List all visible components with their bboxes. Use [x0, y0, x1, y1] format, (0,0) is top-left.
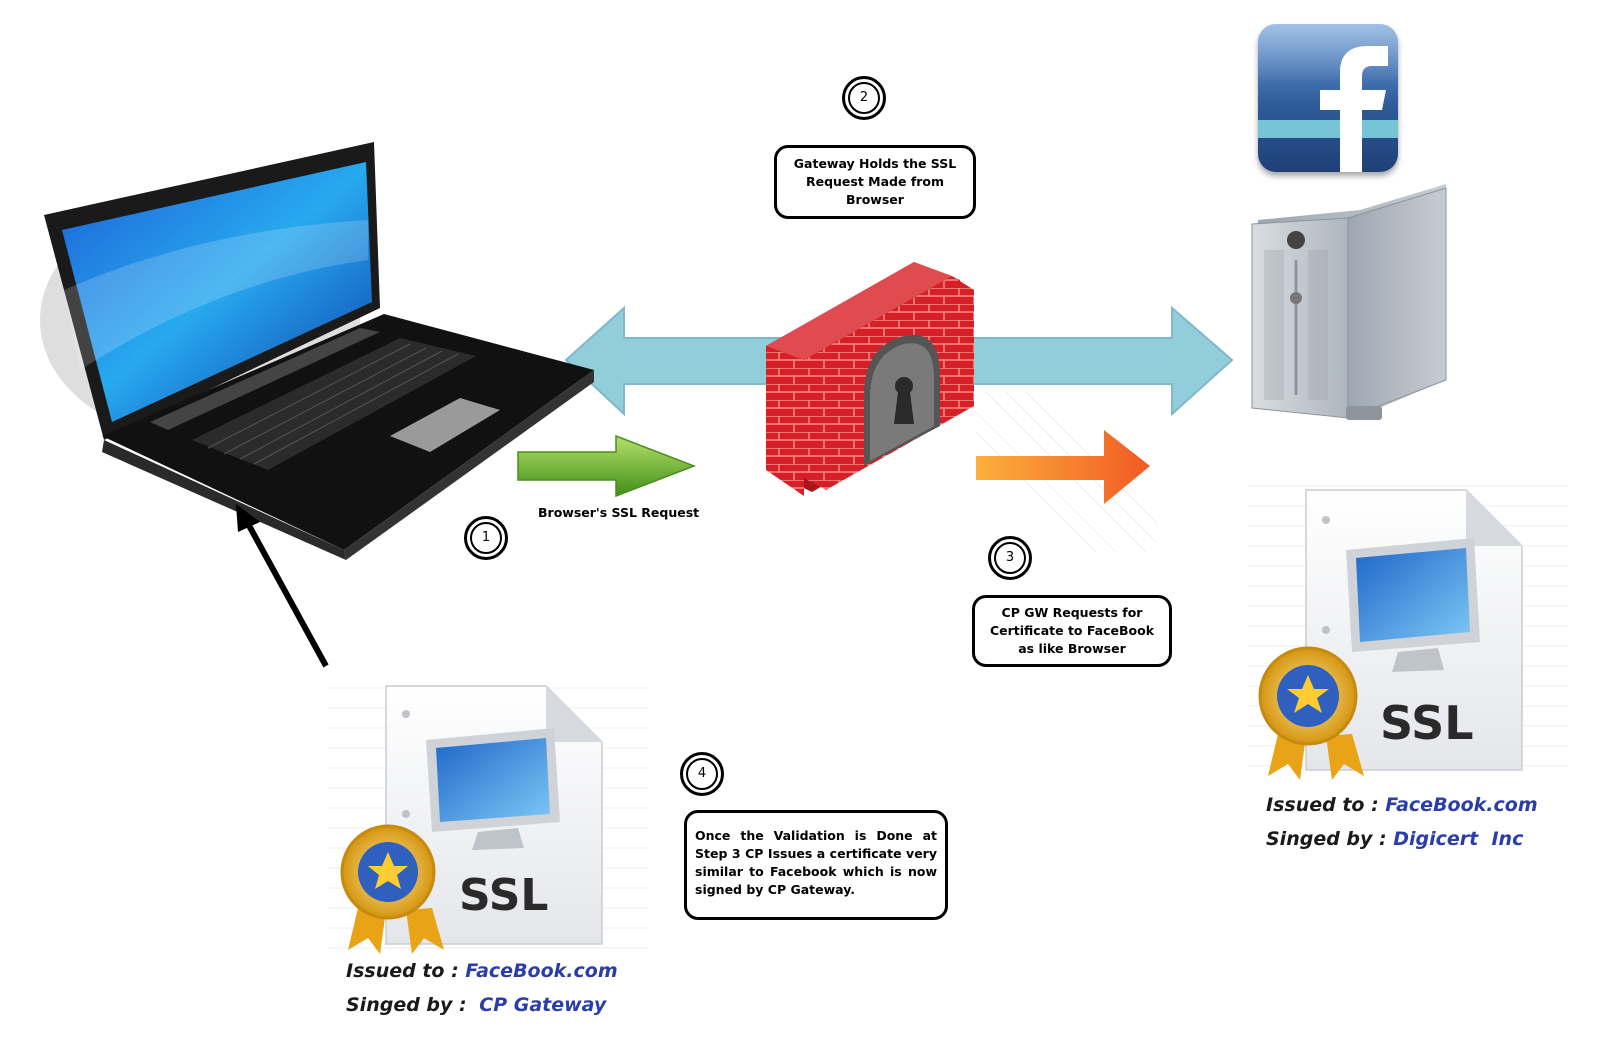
gateway-cert-caption: Issued to : FaceBook.com Singed by : CP … — [346, 954, 618, 1022]
laptop-icon — [40, 142, 594, 560]
facebook-cert-caption: Issued to : FaceBook.com Singed by : Dig… — [1266, 788, 1538, 856]
gateway-cert-signed-value: CP Gateway — [479, 994, 607, 1016]
step-2-marker: 2 — [842, 76, 886, 120]
facebook-cert-issued-label: Issued to : — [1266, 794, 1379, 816]
step-3-marker: 3 — [988, 536, 1032, 580]
facebook-logo — [1258, 24, 1398, 172]
facebook-cert-signed-value: Digicert Inc — [1393, 828, 1524, 850]
gateway-request-arrow — [975, 391, 1157, 553]
gateway-cert-ssl-text: SSL — [459, 870, 549, 921]
callout-cp-gw-requests: CP GW Requests for Certificate to FaceBo… — [972, 595, 1172, 667]
step-2-number: 2 — [859, 90, 869, 105]
browser-request-label: Browser's SSL Request — [538, 505, 700, 520]
server-icon — [1251, 184, 1447, 420]
callout-cp-gw-requests-text: CP GW Requests for Certificate to FaceBo… — [989, 605, 1155, 656]
firewall-icon — [766, 262, 974, 496]
gateway-cert-issued-label: Issued to : — [346, 960, 459, 982]
step-1-number: 1 — [481, 530, 491, 545]
certificate-to-laptop-arrow — [236, 504, 329, 668]
callout-validation-done: Once the Validation is Done at Step 3 CP… — [684, 810, 948, 920]
browser-request-arrow — [517, 434, 697, 498]
step-1-marker: 1 — [464, 516, 508, 560]
gateway-cert-signed-label: Singed by : — [346, 994, 467, 1016]
callout-gateway-holds-text: Gateway Holds the SSL Request Made from … — [793, 156, 957, 207]
step-3-number: 3 — [1005, 550, 1015, 565]
step-4-marker: 4 — [680, 752, 724, 796]
ssl-certificate-icon — [328, 685, 648, 954]
facebook-cert-ssl-text: SSL — [1380, 696, 1474, 750]
facebook-cert-issued-value: FaceBook.com — [1385, 794, 1538, 816]
callout-gateway-holds: Gateway Holds the SSL Request Made from … — [774, 145, 976, 219]
gateway-cert-issued-value: FaceBook.com — [465, 960, 618, 982]
callout-validation-done-text: Once the Validation is Done at Step 3 CP… — [695, 828, 937, 897]
ssl-certificate-icon — [1248, 485, 1568, 780]
facebook-cert-signed-label: Singed by : — [1266, 828, 1387, 850]
step-4-number: 4 — [697, 766, 707, 781]
